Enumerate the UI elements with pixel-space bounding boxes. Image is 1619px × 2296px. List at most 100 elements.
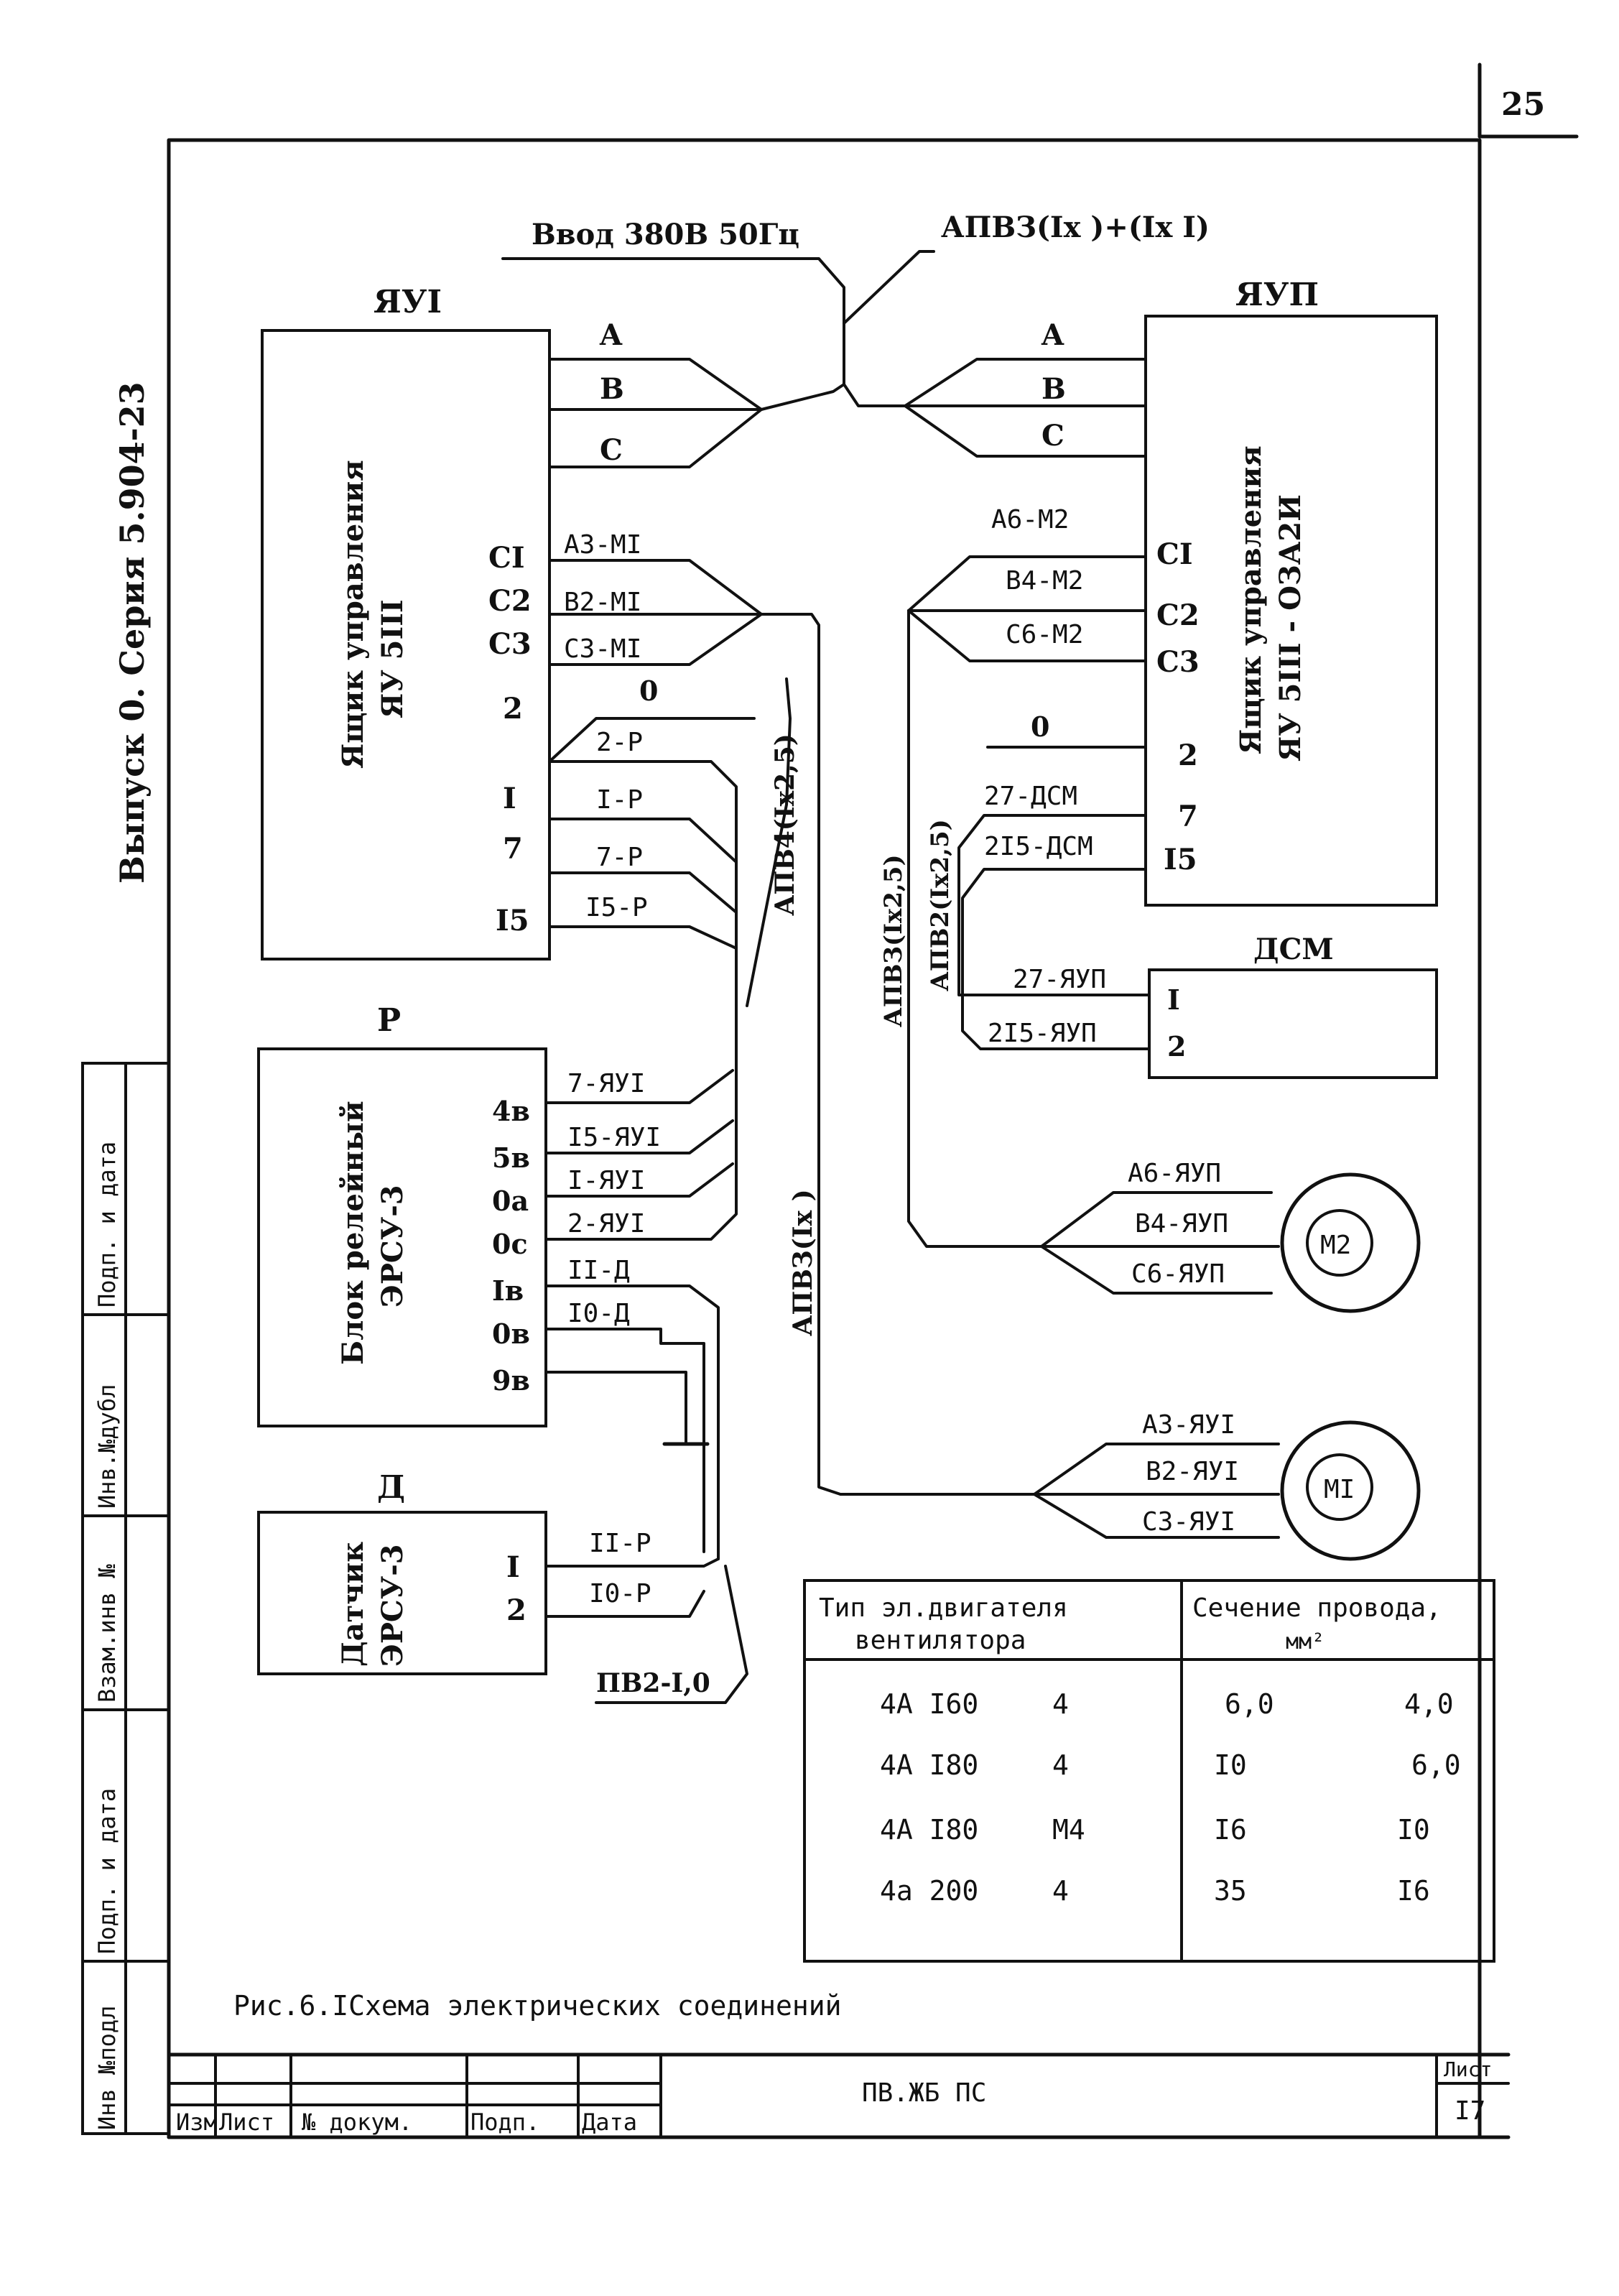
stamp-col-izm: Изм	[176, 2108, 218, 2136]
relay-wire-5v	[544, 1119, 734, 1154]
m2-cable-route	[907, 609, 1043, 1248]
sensor-pin-2: 2	[506, 1593, 526, 1627]
yu1-pin-7: 7	[503, 832, 523, 866]
m2-cable-label: АПВЗ(Iх )	[788, 1189, 818, 1336]
yu2-pin-c1: CI	[1156, 537, 1193, 571]
supply-feed-line	[501, 257, 906, 407]
yu1-name-line2: ЯУ 5III	[376, 599, 409, 718]
sensor-wire-1	[544, 1557, 720, 1568]
yu1-pin-c1: CI	[488, 541, 525, 575]
title-block: Изм Лист № докум. Подп. Дата ПВ.ЖБ ПС Ли…	[167, 2052, 1511, 2139]
yu2-title: ЯУП	[1235, 277, 1319, 313]
yu2-pin-2: 2	[1178, 739, 1198, 772]
yu2-pin-15: I5	[1164, 843, 1197, 876]
relay-pin-0v: 0в	[492, 1318, 530, 1350]
sensor-cable-bracket	[595, 1565, 748, 1704]
page-number: 25	[1501, 86, 1545, 123]
yu2-phase-c: C	[1042, 419, 1064, 453]
m2-wire-label-c6: С6-ЯУП	[1131, 1259, 1225, 1289]
yu2-wire-label-c6m2: С6-М2	[1006, 620, 1083, 649]
yu1-phase-c: C	[600, 433, 623, 467]
relay-wire-label-1: I-ЯУI	[567, 1166, 645, 1195]
yu1-wire-15	[548, 925, 738, 950]
yu1-pin-15: I5	[496, 904, 529, 938]
table-r4-type: 4а 200	[880, 1875, 978, 1907]
relay-title: Р	[377, 1002, 401, 1039]
side-stamp-inv-podl: Инв №подл	[93, 2006, 121, 2130]
relay-wire-label-11d: II-Д	[567, 1256, 630, 1285]
table-header-section-1: Сечение провода,	[1192, 1593, 1442, 1623]
yu2-pin-c2: C2	[1156, 598, 1200, 632]
sensor-name-line2: ЭРСУ-3	[376, 1544, 409, 1667]
yu1-wire-label-0: 0	[639, 675, 658, 707]
relay-pin-0a: 0а	[492, 1185, 529, 1217]
relay-wire-0v	[544, 1328, 705, 1553]
table-r3-sec1: I6	[1214, 1814, 1247, 1846]
yu1-wire-label-b2m1: В2-МI	[564, 588, 641, 617]
yu1-wire-c	[548, 408, 763, 468]
stamp-col-doc: № докум.	[302, 2108, 412, 2136]
sensor-pin-1: I	[506, 1550, 520, 1584]
table-r2-sec1: I0	[1214, 1749, 1247, 1781]
yu2-name-line1: Ящик управления	[1234, 445, 1268, 754]
yu2-wire-215	[961, 868, 1151, 1050]
stamp-col-podp: Подп.	[470, 2108, 539, 2136]
yu1-cable-bracket	[746, 677, 792, 1007]
sensor-name-line1: Датчик	[336, 1542, 370, 1667]
yu1-wire-c3	[548, 613, 763, 666]
yu1-wire-label-1p: I-Р	[596, 785, 643, 815]
yu2-wire-c1	[907, 555, 1147, 612]
yu1-wire-7	[548, 871, 738, 914]
m1-wire-label-c3: С3-ЯУI	[1142, 1507, 1235, 1537]
yu2-wire-label-27dsm: 27-ДСМ	[984, 782, 1077, 811]
table-header-type-2: вентилятора	[855, 1626, 1026, 1655]
m2-wire-label-b4: В4-ЯУП	[1135, 1209, 1228, 1239]
yu1-wire-1	[548, 818, 738, 864]
yu2-pin-7: 7	[1178, 800, 1198, 833]
dsm-pin-2: 2	[1167, 1030, 1186, 1063]
table-r4-sec1: 35	[1214, 1875, 1247, 1907]
relay-wire-label-15: I5-ЯУI	[567, 1123, 661, 1152]
table-r1-sec2: 4,0	[1404, 1688, 1454, 1720]
m2-motor-outer	[1280, 1172, 1421, 1313]
side-stamp-inv-dubl: Инв.№дубл	[93, 1384, 121, 1509]
dsm-wire-label-27: 27-ЯУП	[1013, 965, 1106, 994]
relay-name-line1: Блок релейный	[336, 1101, 370, 1365]
yu2-wire-a	[904, 358, 1147, 407]
yu1-box	[261, 329, 551, 960]
relay-wire-4v	[544, 1069, 734, 1104]
series-label: Выпуск 0. Серия 5.904-23	[113, 381, 152, 884]
dsm-box	[1148, 968, 1438, 1079]
relay-pin-9v: 9в	[492, 1364, 530, 1397]
table-r4-sec2: I6	[1397, 1875, 1430, 1907]
relay-wire-9v	[544, 1371, 687, 1445]
table-r3-sec2: I0	[1397, 1814, 1430, 1846]
sensor-title: Д	[377, 1469, 405, 1506]
table-r1-sec1: 6,0	[1225, 1688, 1274, 1720]
dsm-pin-1: I	[1167, 983, 1180, 1016]
m1-wire-label-b2: В2-ЯУI	[1146, 1457, 1239, 1486]
yu2-wire-label-a6m2: А6-М2	[991, 505, 1069, 534]
m2-motor-label: М2	[1320, 1231, 1351, 1260]
sensor-cable-label: ПВ2-I,0	[596, 1668, 710, 1698]
yu2-name-line2: ЯУ 5III - ОЗА2И	[1274, 494, 1307, 762]
motor-table: Тип эл.двигателя вентилятора Сечение про…	[803, 1579, 1495, 1963]
table-r1-poles: 4	[1052, 1688, 1069, 1720]
relay-box	[257, 1047, 547, 1427]
table-header-section-2: мм²	[1286, 1629, 1325, 1654]
relay-pin-5v: 5в	[492, 1142, 530, 1174]
sensor-wire-label-10: I0-Р	[589, 1579, 651, 1608]
sensor-wire-label-11: II-Р	[589, 1529, 651, 1558]
stamp-col-list: Лист	[219, 2108, 274, 2136]
yu1-cable-label: АПВ4(Iх2,5)	[770, 733, 800, 916]
m2-wire-a	[1040, 1191, 1273, 1248]
yu2-wire-27	[957, 814, 1151, 996]
yu1-wire-label-2p: 2-Р	[596, 728, 643, 757]
yu1-wire-0	[548, 717, 756, 763]
supply-cable-label: АПВЗ(Iх )+(Iх I)	[941, 210, 1210, 244]
yu1-phase-a: A	[599, 318, 623, 352]
side-stamp-podp-data-2: Подп. и дата	[93, 1142, 121, 1307]
yu1-pin-2: 2	[503, 692, 523, 726]
table-r2-poles: 4	[1052, 1749, 1069, 1781]
